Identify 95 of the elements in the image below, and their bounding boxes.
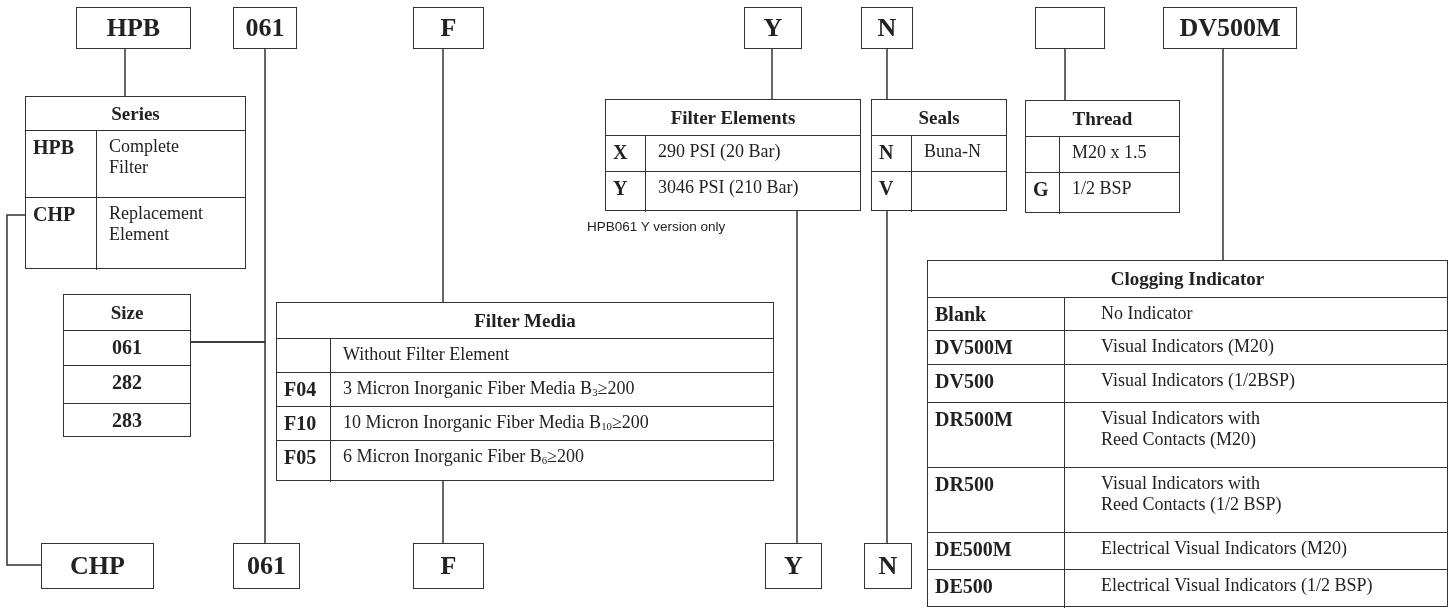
table-row (277, 440, 773, 482)
note: HPB061 Y version only (587, 219, 726, 234)
option-table (605, 99, 861, 211)
table-row (928, 297, 1447, 330)
option-description: Electrical Visual Indicators (1/2 BSP) (1101, 575, 1373, 596)
table-row (277, 406, 773, 440)
option-description: Without Filter Element (343, 344, 510, 365)
option-code: F05 (284, 446, 317, 468)
table-row (277, 338, 773, 372)
table-heading: Seals (917, 106, 961, 130)
code-box: 061 (233, 7, 297, 49)
connector-line (190, 341, 266, 544)
option-description: Electrical Visual Indicators (M20) (1101, 538, 1347, 559)
connector-line (886, 48, 888, 100)
connector-line (442, 480, 444, 544)
table-row (928, 364, 1447, 402)
table-heading: Filter Media (473, 309, 577, 333)
size-code: 282 (111, 371, 143, 394)
code-box: F (413, 543, 484, 589)
table-row (928, 569, 1447, 608)
option-description: No Indicator (1101, 303, 1193, 324)
option-description: Replacement Element (109, 203, 204, 245)
table-heading: Series (110, 102, 161, 126)
table-heading: Size (109, 301, 145, 325)
connector-line (771, 48, 773, 100)
table-row (606, 135, 860, 171)
option-table (871, 99, 1007, 211)
connector-line (1222, 48, 1224, 261)
size-code: 283 (111, 409, 143, 432)
code-box: F (413, 7, 484, 49)
option-description: 290 PSI (20 Bar) (658, 141, 781, 162)
size-code: 061 (111, 336, 143, 359)
option-code: DR500M (935, 408, 1013, 430)
option-description: M20 x 1.5 (1072, 142, 1147, 163)
code-box: CHP (41, 543, 154, 589)
option-code: DE500M (935, 538, 1012, 560)
option-description: 3 Micron Inorganic Fiber Media B$_{3}$≥200 (343, 378, 635, 399)
connector-line (886, 210, 888, 544)
option-description: 6 Micron Inorganic Fiber B$_{6}$≥200 (343, 446, 584, 467)
table-row (26, 197, 245, 270)
option-code: DV500M (935, 336, 1013, 358)
connector-line (442, 48, 444, 303)
option-description: Visual Indicators with Reed Contacts (M20) (1101, 408, 1261, 450)
option-code: F04 (284, 378, 317, 400)
option-code: Blank (935, 303, 987, 325)
option-description: 10 Micron Inorganic Fiber Media B$_{10}$≥200 (343, 412, 649, 433)
code-box: Y (765, 543, 822, 589)
table-row (1026, 136, 1179, 172)
table-row (872, 135, 1006, 171)
option-description: 1/2 BSP (1072, 178, 1132, 199)
table-row (1026, 172, 1179, 214)
option-code: HPB (33, 136, 75, 158)
option-code: DV500 (935, 370, 994, 392)
code-box: N (864, 543, 912, 589)
option-table (63, 294, 191, 437)
code-box: Y (744, 7, 802, 49)
code-box: N (861, 7, 913, 49)
table-heading: Thread (1071, 107, 1134, 131)
option-code: V (879, 177, 894, 199)
option-table (1025, 100, 1180, 213)
table-row (928, 402, 1447, 467)
table-row (277, 372, 773, 406)
connector-line (6, 214, 42, 566)
option-code: F10 (284, 412, 317, 434)
code-box: HPB (76, 7, 191, 49)
table-row (928, 532, 1447, 569)
code-box (1035, 7, 1105, 49)
option-description: Visual Indicators (M20) (1101, 336, 1274, 357)
option-table (927, 260, 1448, 607)
table-row (606, 171, 860, 212)
table-row (26, 130, 245, 197)
table-heading: Filter Elements (669, 106, 797, 130)
connector-line (1064, 48, 1066, 101)
table-row (928, 467, 1447, 532)
option-description: Complete Filter (109, 136, 180, 178)
option-code: Y (613, 177, 628, 199)
table-row (928, 330, 1447, 364)
option-code: G (1033, 178, 1049, 200)
option-code: DE500 (935, 575, 993, 597)
option-description: Buna-N (924, 141, 981, 162)
code-box: 061 (233, 543, 300, 589)
option-table (25, 96, 246, 269)
option-code: X (613, 141, 628, 163)
option-code: CHP (33, 203, 76, 225)
connector-line (124, 48, 126, 97)
code-box: DV500M (1163, 7, 1297, 49)
option-description: 3046 PSI (210 Bar) (658, 177, 799, 198)
option-code: N (879, 141, 894, 163)
table-row (872, 171, 1006, 212)
connector-line (796, 210, 798, 544)
option-description: Visual Indicators with Reed Contacts (1/2 BSP) (1101, 473, 1283, 515)
option-code: DR500 (935, 473, 994, 495)
option-description: Visual Indicators (1/2BSP) (1101, 370, 1295, 391)
option-table (276, 302, 774, 481)
table-heading: Clogging Indicator (1109, 267, 1266, 291)
